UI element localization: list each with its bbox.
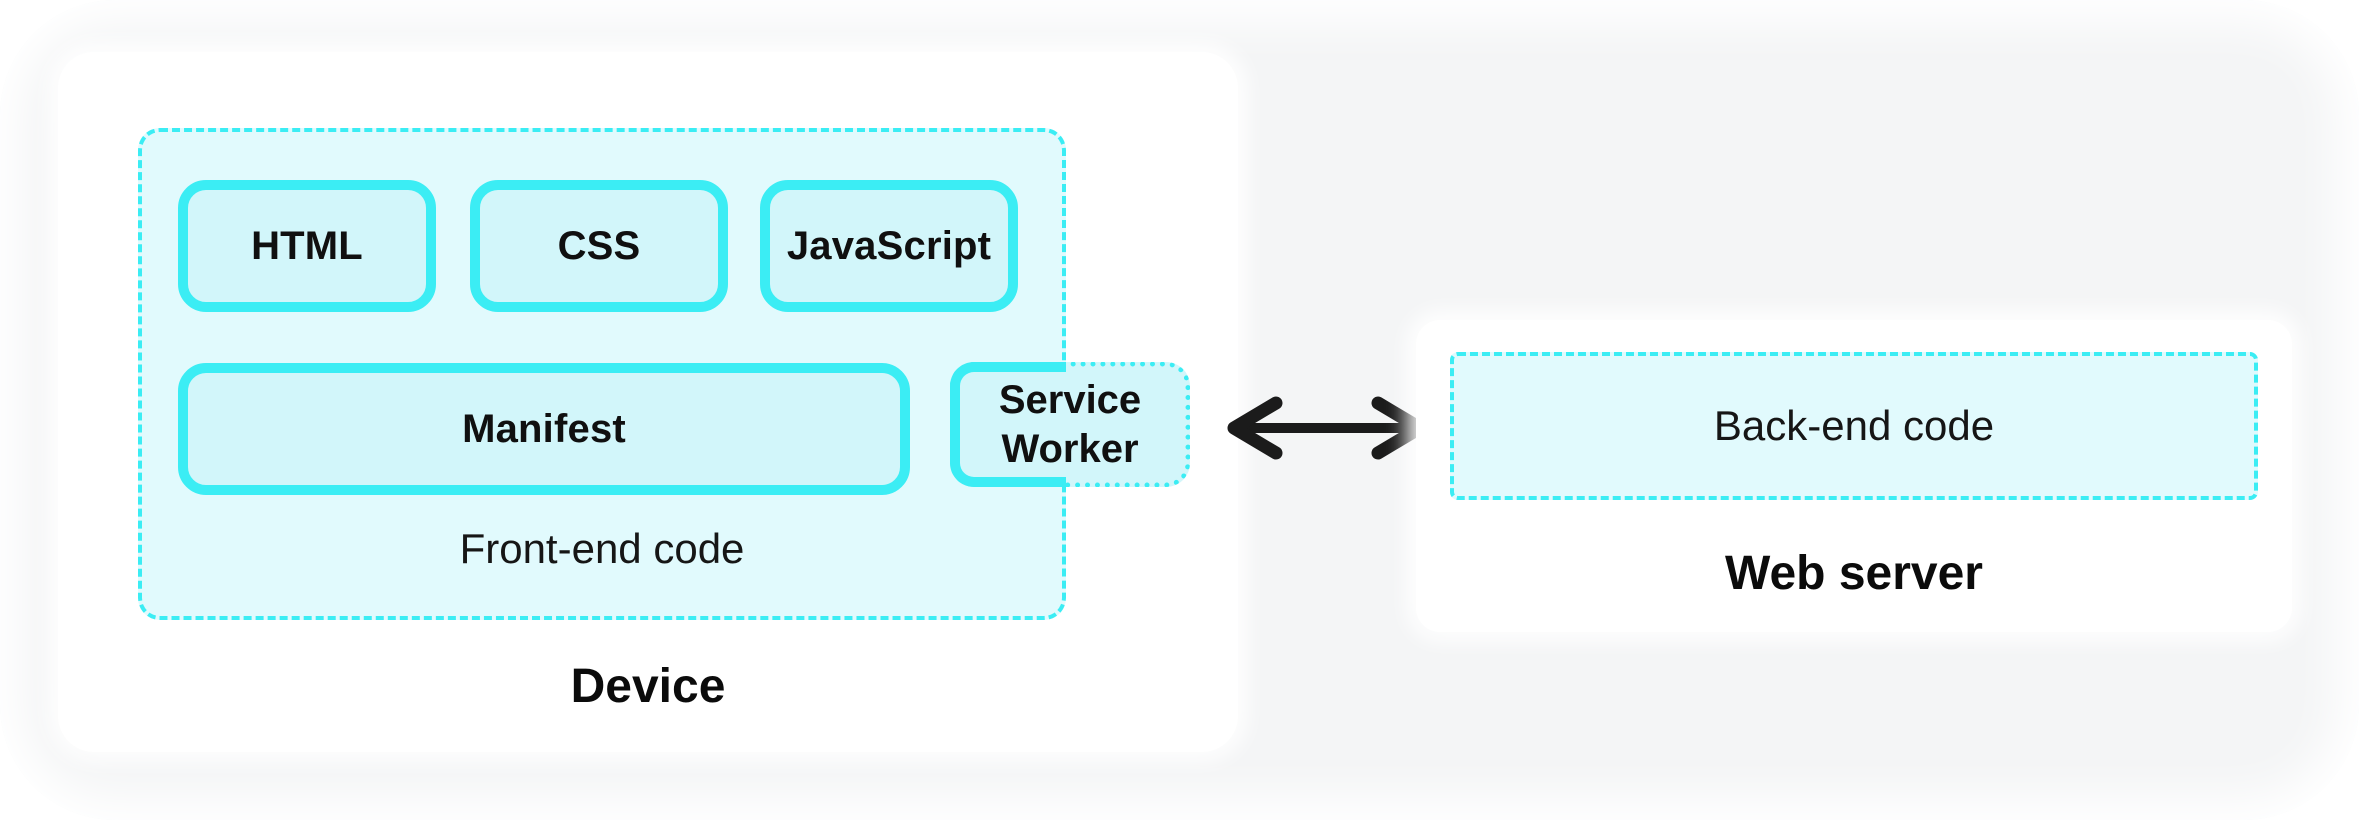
device-label: Device bbox=[570, 660, 726, 713]
javascript-label: JavaScript bbox=[786, 223, 992, 268]
frontend-code-container: HTML CSS JavaScript Manifest Front-end c… bbox=[138, 128, 1066, 620]
bidirectional-arrow-icon bbox=[1222, 396, 1432, 460]
backend-code-box: Back-end code bbox=[1450, 352, 2258, 500]
service-worker-label: Service Worker bbox=[998, 377, 1142, 471]
css-box: CSS bbox=[470, 180, 728, 312]
javascript-box: JavaScript bbox=[760, 180, 1018, 312]
html-label: HTML bbox=[251, 223, 363, 268]
web-server-label: Web server bbox=[1725, 547, 1983, 600]
manifest-box: Manifest bbox=[178, 363, 910, 495]
service-worker-box: Service Worker bbox=[950, 362, 1190, 487]
web-server-card: Back-end code Web server bbox=[1416, 320, 2292, 632]
device-card: HTML CSS JavaScript Manifest Front-end c… bbox=[58, 52, 1238, 752]
backend-code-label: Back-end code bbox=[1713, 402, 1995, 449]
manifest-label: Manifest bbox=[462, 406, 626, 451]
css-label: CSS bbox=[557, 223, 641, 268]
html-box: HTML bbox=[178, 180, 436, 312]
frontend-code-label: Front-end code bbox=[459, 525, 745, 572]
